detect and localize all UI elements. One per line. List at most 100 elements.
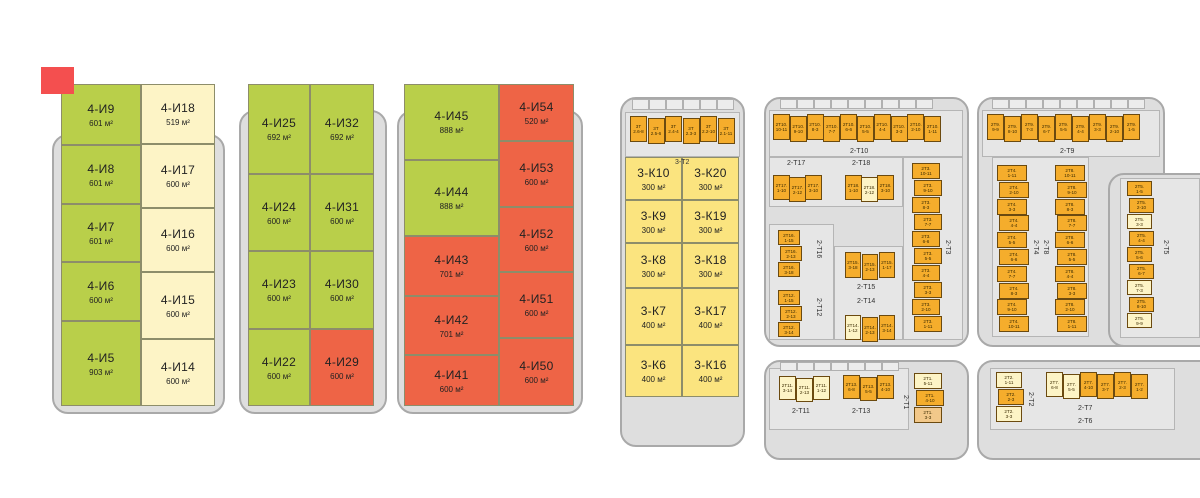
townhouse-unit[interactable]: 3Т 2.1-11: [717, 118, 735, 144]
townhouse-unit[interactable]: 3Т 2.2-10: [700, 116, 717, 142]
townhouse-unit[interactable]: 2Т5. 9-9: [1127, 313, 1152, 328]
townhouse-unit[interactable]: 3Т 2.3-3: [682, 118, 700, 144]
townhouse-unit[interactable]: 2Т14. 3-14: [879, 315, 895, 340]
townhouse-unit[interactable]: 2Т5. 3-3: [1127, 214, 1152, 229]
townhouse-unit[interactable]: 2Т4. 4-4: [999, 215, 1029, 232]
townhouse-unit[interactable]: 2Т16. 1-15: [778, 230, 800, 245]
townhouse-unit[interactable]: 2Т8. 9-10: [1057, 181, 1087, 198]
townhouse-unit[interactable]: 2Т3. 6-6: [912, 231, 940, 247]
townhouse-unit[interactable]: 2Т18. 3-10: [877, 175, 894, 200]
townhouse-unit[interactable]: 2Т15. 2-13: [862, 254, 878, 280]
townhouse-unit[interactable]: 3Т 2.4-4: [665, 116, 682, 142]
selection-marker[interactable]: [41, 67, 74, 94]
townhouse-unit[interactable]: 2Т7. 6-8: [1046, 372, 1063, 397]
townhouse-unit[interactable]: 2Т5. 7-3: [1127, 280, 1152, 295]
townhouse-unit[interactable]: 2Т8. 2-10: [1055, 299, 1085, 316]
townhouse-unit[interactable]: 2Т14. 1-12: [845, 315, 861, 340]
townhouse-unit[interactable]: 2Т5. 2-10: [1129, 197, 1154, 213]
townhouse-unit[interactable]: 2Т10. 7-7: [823, 116, 841, 142]
townhouse-unit[interactable]: 2Т5. 1-5: [1127, 181, 1152, 196]
townhouse-unit[interactable]: 2Т2. 2-3: [998, 389, 1024, 405]
townhouse-unit[interactable]: 2Т10. 9-10: [789, 116, 807, 142]
townhouse-unit[interactable]: 2Т18. 2-12: [861, 177, 878, 202]
townhouse-unit[interactable]: 2Т8. 5-5: [1057, 249, 1087, 265]
townhouse-unit[interactable]: 2Т3. 10-11: [912, 163, 940, 179]
townhouse-unit[interactable]: 2Т9. 2-10: [1106, 116, 1123, 142]
townhouse-unit[interactable]: 2Т12. 3-14: [778, 322, 800, 337]
townhouse-unit[interactable]: 2Т8. 8-3: [1055, 198, 1085, 215]
townhouse-unit[interactable]: 2Т4. 5-5: [997, 232, 1027, 249]
townhouse-unit[interactable]: 2Т13. 6-8: [843, 375, 860, 399]
townhouse-unit[interactable]: 2Т8. 4-4: [1055, 265, 1085, 282]
townhouse-unit[interactable]: 2Т4. 2-10: [999, 181, 1029, 198]
townhouse-unit[interactable]: 2Т16. 3-18: [778, 262, 800, 277]
townhouse-unit[interactable]: 2Т3. 7-7: [914, 214, 942, 230]
townhouse-unit[interactable]: 2Т9. 1-5: [1123, 114, 1140, 140]
townhouse-unit[interactable]: 3Т 2.6-8: [630, 116, 647, 142]
townhouse-unit[interactable]: 2Т11. 2-13: [796, 378, 813, 402]
townhouse-unit[interactable]: 2Т13. 5-5: [860, 377, 877, 401]
townhouse-unit[interactable]: 2Т16. 2-13: [780, 246, 802, 261]
townhouse-unit[interactable]: 2Т7. 3-7: [1097, 374, 1114, 399]
townhouse-unit[interactable]: 2Т9. 5-5: [1055, 114, 1072, 140]
townhouse-unit[interactable]: 2Т3. 2-10: [912, 299, 940, 315]
townhouse-unit[interactable]: 2Т15. 3-18: [845, 252, 861, 278]
townhouse-unit[interactable]: 2Т12. 2-13: [780, 306, 802, 321]
townhouse-unit[interactable]: 2Т12. 1-15: [778, 290, 800, 305]
townhouse-unit[interactable]: 3Т 2.5-6: [647, 118, 665, 144]
townhouse-unit[interactable]: 2Т10. 8-3: [806, 114, 824, 140]
townhouse-unit[interactable]: 2Т18. 1-10: [845, 175, 862, 200]
townhouse-unit[interactable]: 2Т9. 9-9: [987, 114, 1004, 140]
townhouse-unit[interactable]: 2Т3. 3-3: [914, 282, 942, 298]
townhouse-unit[interactable]: 2Т15. 1-17: [879, 252, 895, 278]
townhouse-unit[interactable]: 2Т10. 5-5: [857, 116, 874, 142]
townhouse-unit[interactable]: 2Т10. 4-4: [873, 114, 891, 140]
townhouse-unit[interactable]: 2Т9. 6-7: [1038, 116, 1055, 142]
townhouse-unit[interactable]: 2Т4. 1-11: [997, 165, 1027, 181]
townhouse-unit[interactable]: 2Т10. 1-11: [924, 116, 942, 142]
townhouse-unit[interactable]: 2Т1. 4-10: [916, 390, 944, 406]
townhouse-unit[interactable]: 2Т7. 4-10: [1080, 372, 1097, 397]
townhouse-unit[interactable]: 2Т7. 2-3: [1114, 372, 1131, 397]
townhouse-unit[interactable]: 2Т5. 8-10: [1129, 296, 1154, 312]
townhouse-unit[interactable]: 2Т4. 7-7: [997, 265, 1027, 282]
townhouse-unit[interactable]: 2Т3. 9-10: [914, 180, 942, 196]
townhouse-unit[interactable]: 2Т7. 1-2: [1131, 374, 1148, 399]
townhouse-unit[interactable]: 2Т3. 8-3: [912, 197, 940, 213]
townhouse-unit[interactable]: 2Т3. 4-4: [912, 265, 940, 281]
townhouse-unit[interactable]: 2Т10. 10-11: [773, 114, 790, 140]
townhouse-unit[interactable]: 2Т7. 5-5: [1063, 374, 1080, 399]
townhouse-unit[interactable]: 2Т10. 3-3: [890, 116, 908, 142]
townhouse-unit[interactable]: 2Т4. 9-10: [997, 299, 1027, 316]
townhouse-unit[interactable]: 2Т8. 6-6: [1055, 232, 1085, 249]
townhouse-unit[interactable]: 2Т4. 3-3: [997, 198, 1027, 215]
townhouse-unit[interactable]: 2Т10. 2-10: [907, 114, 925, 140]
townhouse-unit[interactable]: 2Т8. 3-3: [1057, 282, 1087, 299]
